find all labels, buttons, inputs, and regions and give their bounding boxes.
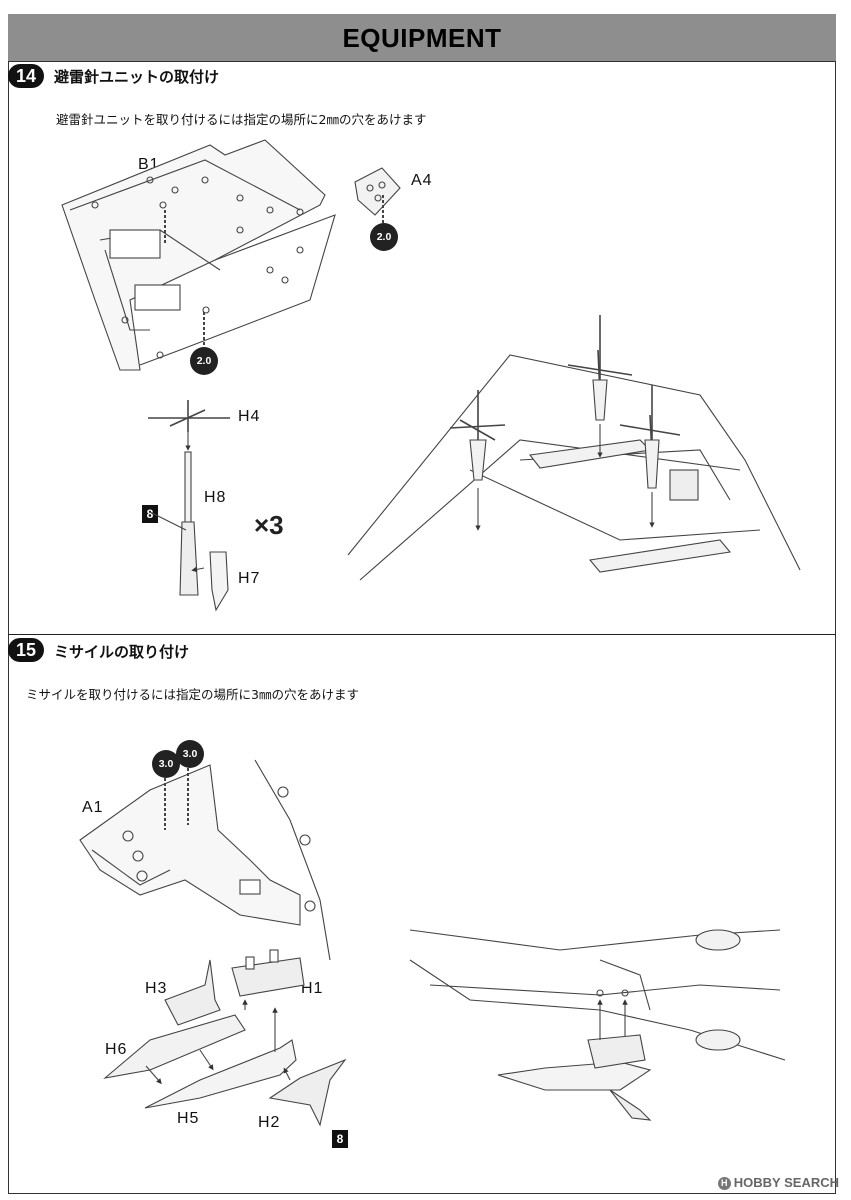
header-bar: EQUIPMENT <box>8 14 836 62</box>
part-label-h5: H5 <box>177 1110 200 1127</box>
aircraft-lightning-rod-view <box>347 315 801 581</box>
part-label-h8: H8 <box>204 489 227 506</box>
part-label-h7: H7 <box>238 570 261 587</box>
part-a4-drawing <box>354 167 401 223</box>
part-missile-drawing <box>103 949 347 1127</box>
paint-code-badge: 8 <box>142 505 158 523</box>
drill-size-badge: 3.0 <box>176 740 204 768</box>
aircraft-missile-view <box>409 929 786 1121</box>
quantity-multiplier: ×3 <box>254 510 284 540</box>
part-label-h6: H6 <box>105 1041 128 1058</box>
part-h4-h8-h7-drawing <box>148 400 230 612</box>
part-label-a4: A4 <box>411 172 433 189</box>
page-title: EQUIPMENT <box>342 23 502 53</box>
hobby-search-logo-icon: H <box>717 1177 731 1190</box>
step-15-title: ミサイルの取り付け <box>54 643 190 661</box>
part-b1-drawing <box>61 139 336 371</box>
part-a1-drawing <box>79 759 331 961</box>
step-14-instruction: 避雷針ユニットを取り付けるには指定の場所に2㎜の穴をあけます <box>56 112 427 127</box>
step-14-badge: 14 <box>8 64 44 88</box>
step-divider <box>8 634 836 635</box>
part-label-h4: H4 <box>238 408 261 425</box>
part-label-h1: H1 <box>301 980 324 997</box>
step-15-badge: 15 <box>8 638 44 662</box>
part-label-h2: H2 <box>258 1114 281 1131</box>
step-14-title: 避雷針ユニットの取付け <box>54 68 220 86</box>
drill-size-badge: 3.0 <box>152 750 180 778</box>
part-label-h3: H3 <box>145 980 168 997</box>
paint-code-badge: 8 <box>332 1130 348 1148</box>
step-15-instruction: ミサイルを取り付けるには指定の場所に3㎜の穴をあけます <box>26 687 359 702</box>
part-label-a1: A1 <box>82 799 104 816</box>
drill-size-badge: 2.0 <box>190 347 218 375</box>
drill-size-badge: 2.0 <box>370 223 398 251</box>
